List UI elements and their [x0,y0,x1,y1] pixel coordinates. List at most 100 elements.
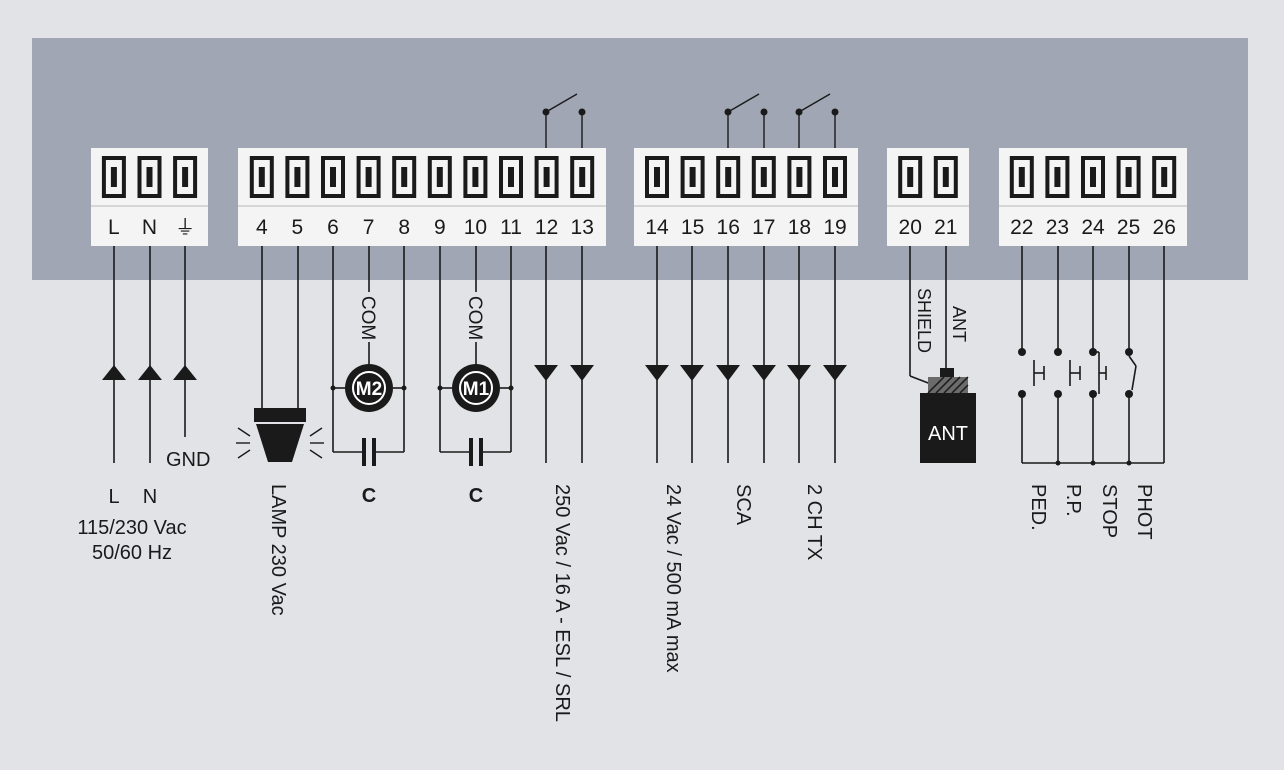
terminal-label: 8 [398,216,410,239]
terminal-label: 6 [327,216,339,239]
terminal-label: 24 [1081,216,1105,239]
antenna-ant-label: ANT [949,306,969,342]
terminal-screw [1009,156,1034,198]
terminal-screw [392,156,417,198]
motor-m1-com: COM [464,296,485,340]
input-phot-label: PHOT [1133,484,1155,540]
arrow-down-icon [716,365,740,381]
power-l-label: L [108,486,119,508]
terminal-screw [173,156,198,198]
terminal-label: 15 [681,216,704,239]
terminal-screw [751,156,776,198]
terminal-label: 26 [1153,216,1176,239]
terminal-label: 23 [1046,216,1069,239]
terminal-screw [570,156,595,198]
sca-label: SCA [732,484,754,526]
stop-button-icon [1089,348,1107,398]
terminal-label: 22 [1010,216,1033,239]
terminal-label: 21 [934,216,957,239]
terminal-screw [645,156,669,198]
arrow-down-icon [823,365,847,381]
aux-label: 24 Vac / 500 mA max [662,484,684,673]
terminal-screw [1081,156,1105,198]
antenna-box-label: ANT [928,423,968,445]
terminal-block-inputs: 22 23 24 25 26 [999,148,1187,246]
relay-contact-12-13 [542,93,586,148]
terminal-screw [321,156,345,198]
lamp-icon [256,424,304,462]
input-ped-label: PED. [1027,484,1049,531]
power-n-label: N [143,486,157,508]
terminal-label: 10 [464,216,487,239]
motor-m2 [330,246,407,466]
sca-contact-16-17 [724,93,768,148]
terminal-label: N [142,216,157,239]
motor-m1-name: M1 [463,379,490,400]
lamp-label: LAMP 230 Vac [267,484,289,616]
supply-frequency: 50/60 Hz [92,542,172,564]
terminal-label: 9 [434,216,446,239]
motor-m2-name: M2 [356,379,382,400]
supply-voltage: 115/230 Vac [77,517,186,539]
accessory-wires [645,246,847,463]
power-wires [102,246,197,463]
terminal-label: 20 [899,216,922,239]
terminal-screw [534,156,559,198]
input-stop-label: STOP [1098,484,1120,538]
arrow-up-icon [102,365,126,380]
arrow-up-icon [173,365,197,380]
terminal-label: 4 [256,216,268,239]
terminal-screw [933,156,958,198]
terminal-screw [898,156,923,198]
arrow-down-icon [752,365,776,381]
motor-m1-capacitor: C [469,485,483,507]
input-wires [1018,246,1165,466]
motor-m2-com: COM [357,296,378,340]
arrow-down-icon [534,365,558,381]
terminal-label: 16 [717,216,740,239]
terminal-label: L [108,216,120,239]
terminal-screw [680,156,705,198]
terminal-screw [787,156,812,198]
terminal-label: 18 [788,216,811,239]
gnd-label: GND [166,449,210,471]
terminal-screw [285,156,310,198]
terminal-label: 17 [752,216,775,239]
terminal-screw [463,156,488,198]
terminal-label: 5 [292,216,304,239]
photocell-contact-icon [1125,348,1137,398]
terminal-screw [1116,156,1141,198]
pushbutton-icon [1018,348,1045,398]
pushbutton-icon [1054,348,1081,398]
terminal-label: 25 [1117,216,1140,239]
terminal-screw [716,156,741,198]
arrow-down-icon [645,365,669,381]
terminal-label: 12 [535,216,558,239]
terminal-label: 11 [500,216,522,239]
lamp [236,246,324,462]
terminal-label: 7 [363,216,375,239]
arrow-up-icon [138,365,162,380]
arrow-down-icon [570,365,594,381]
terminal-label: ⏚ [175,217,195,239]
relay-wires [534,246,594,463]
terminal-screw [137,156,162,198]
terminal-screw [499,156,523,198]
terminal-screw [823,156,847,198]
terminal-screw [249,156,274,198]
ch2-contact-18-19 [795,93,839,148]
terminal-label: 13 [571,216,594,239]
ch2-label: 2 CH TX [803,484,825,560]
relay-label: 250 Vac / 16 A - ESL / SRL [551,484,573,722]
terminal-screw [427,156,452,198]
terminal-label: 19 [823,216,846,239]
input-pp-label: P.P. [1062,484,1084,517]
arrow-down-icon [680,365,704,381]
motor-m1 [437,246,514,466]
